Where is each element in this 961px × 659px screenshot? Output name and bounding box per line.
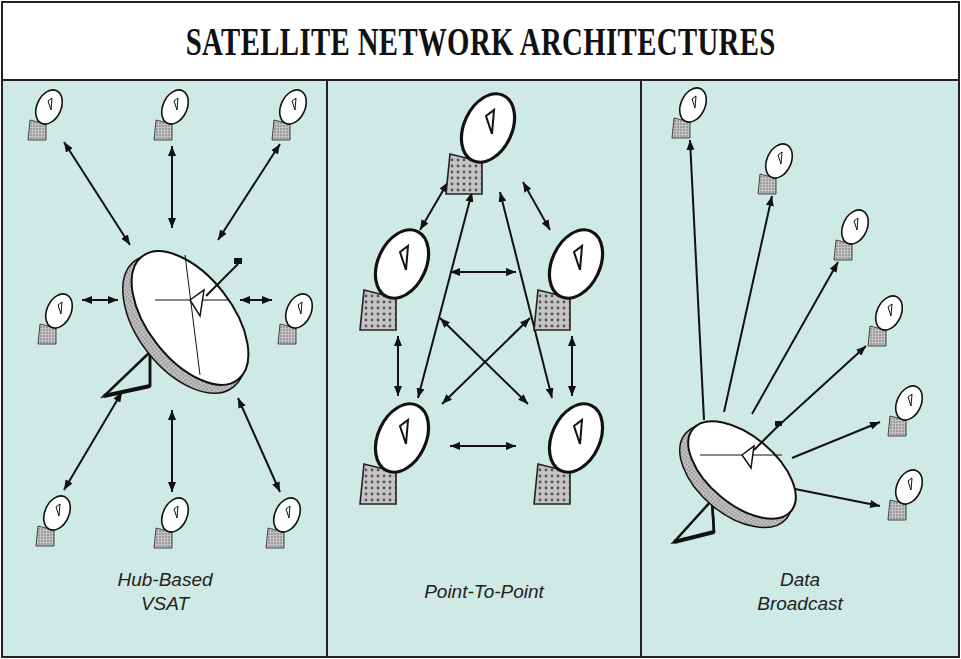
hub-arrows xyxy=(64,142,280,492)
title-band: SATELLITE NETWORK ARCHITECTURES xyxy=(0,2,961,80)
architecture-panel: Point-To-Point xyxy=(328,82,640,655)
title-rule xyxy=(2,79,959,81)
architecture-panel: Data Broadcast xyxy=(642,82,957,655)
mesh-dishes xyxy=(360,85,613,504)
panel-label: Data Broadcast xyxy=(744,568,856,616)
panel-ground xyxy=(3,81,327,656)
panel-label: Point-To-Point xyxy=(379,580,589,604)
hub-dish xyxy=(98,231,271,416)
architecture-panel: Hub-Based VSAT xyxy=(4,82,326,655)
diagram-title: SATELLITE NETWORK ARCHITECTURES xyxy=(186,18,776,65)
small-dishes xyxy=(672,84,927,520)
panel-ground xyxy=(327,81,641,656)
panel-label: Hub-Based VSAT xyxy=(109,568,221,616)
small-dishes xyxy=(28,86,317,548)
panel-divider xyxy=(640,80,642,657)
panel-divider xyxy=(326,80,328,657)
panel-ground xyxy=(641,81,958,656)
broadcast-hub-dish xyxy=(661,403,813,548)
